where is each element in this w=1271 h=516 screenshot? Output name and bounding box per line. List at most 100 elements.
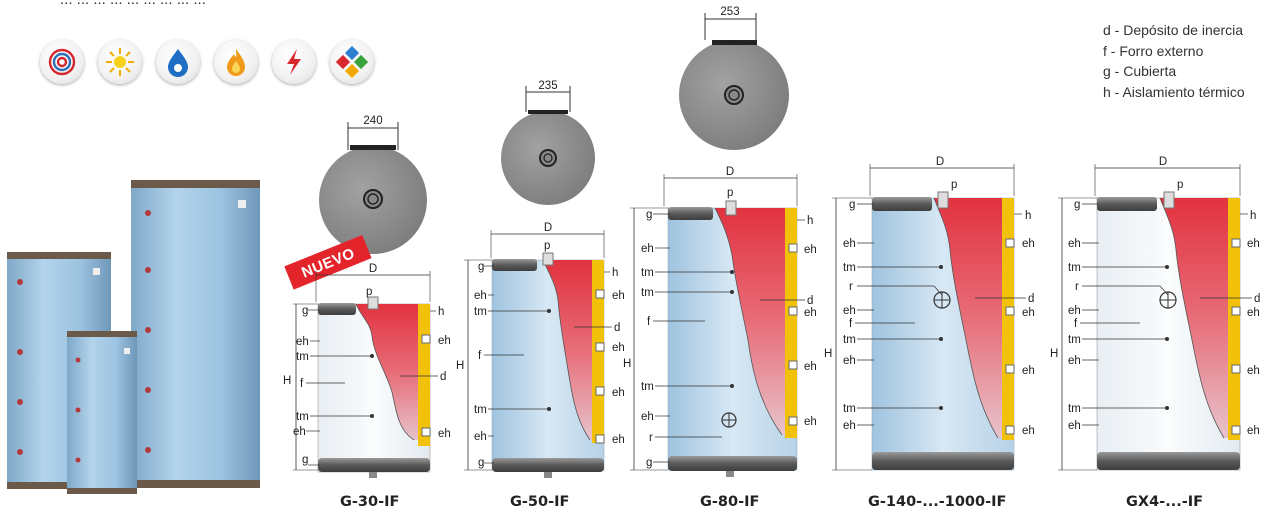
g80-top-view: 253 bbox=[679, 6, 789, 150]
g80-label-f: f bbox=[647, 316, 651, 328]
g140-label-tm-2: tm bbox=[843, 334, 856, 346]
gas-icon bbox=[156, 40, 200, 84]
g80-label-r: r bbox=[649, 432, 653, 444]
product-photo bbox=[7, 180, 260, 494]
g140-label-eh-r3: eh bbox=[1022, 365, 1035, 377]
nuevo-badge: NUEVO bbox=[284, 234, 372, 290]
g50-label-eh-1: eh bbox=[474, 290, 487, 302]
gx4-label-eh-r1: eh bbox=[1247, 238, 1260, 250]
g50-top-dimension: 235 bbox=[538, 80, 557, 92]
g80-label-g: g bbox=[646, 209, 652, 221]
g50-label-tm-1: tm bbox=[474, 306, 487, 318]
legend-item-d: d - Depósito de inercia bbox=[1103, 22, 1244, 38]
legend: d - Depósito de inercia f - Forro extern… bbox=[1103, 20, 1245, 102]
g140-label-eh-1: eh bbox=[843, 238, 856, 250]
solar-icon bbox=[98, 40, 142, 84]
g50-label-h: h bbox=[612, 267, 618, 279]
electric-icon bbox=[272, 40, 316, 84]
g80-label-tm-1: tm bbox=[641, 267, 654, 279]
g80-label-eh-r4: eh bbox=[804, 416, 817, 428]
g30-label-eh-r2: eh bbox=[438, 428, 451, 440]
g30-dim-h: H bbox=[283, 375, 291, 387]
g80-label-eh-r3: eh bbox=[804, 361, 817, 373]
g140-label-eh-r1: eh bbox=[1022, 238, 1035, 250]
g80-label-d: d bbox=[807, 295, 813, 307]
biomass-fire-icon bbox=[214, 40, 258, 84]
g30-label-g2: g bbox=[302, 454, 308, 466]
gx4-dim-d: D bbox=[1159, 156, 1167, 168]
g80-label-g2: g bbox=[646, 457, 652, 469]
g50-label-eh-r1: eh bbox=[612, 290, 625, 302]
gx4-label-g: g bbox=[1074, 199, 1080, 211]
header-text-cut: ... ... ... ... ... ... ... ... ... bbox=[60, 0, 206, 8]
g50-tank: D H p g h eh eh tm d eh f eh tm eh eh g bbox=[456, 222, 625, 478]
g50-label-g: g bbox=[478, 261, 484, 273]
legend-item-f: f - Forro externo bbox=[1103, 42, 1204, 59]
g140-label-p: p bbox=[951, 179, 957, 191]
g140-label-eh-3: eh bbox=[843, 355, 856, 367]
g140-label-tm-1: tm bbox=[843, 262, 856, 274]
gx4-label-eh-r4: eh bbox=[1247, 425, 1260, 437]
g140-label-f: f bbox=[849, 318, 853, 330]
g140-label-eh-r2: eh bbox=[1022, 307, 1035, 319]
g140-label-tm-3: tm bbox=[843, 403, 856, 415]
g50-dim-d: D bbox=[544, 222, 552, 234]
g140-label-r: r bbox=[849, 281, 853, 293]
gx4-dim-h: H bbox=[1050, 348, 1058, 360]
g80-dim-d: D bbox=[726, 166, 734, 178]
gx4-label-f: f bbox=[1074, 318, 1078, 330]
g50-dim-h: H bbox=[456, 360, 464, 372]
g50-label-eh-2: eh bbox=[474, 431, 487, 443]
model-caption-g30: G-30-IF bbox=[340, 494, 400, 510]
g50-label-f: f bbox=[478, 350, 482, 362]
g140-label-eh-2: eh bbox=[843, 305, 856, 317]
g50-label-g2: g bbox=[478, 457, 484, 469]
g140-label-eh-4: eh bbox=[843, 420, 856, 432]
gx4-label-eh-4: eh bbox=[1068, 420, 1081, 432]
gx4-label-eh-2: eh bbox=[1068, 305, 1081, 317]
model-caption-g140: G-140-...-1000-IF bbox=[868, 494, 1007, 510]
gx4-label-h: h bbox=[1250, 210, 1256, 222]
model-caption-g80: G-80-IF bbox=[700, 494, 760, 510]
g30-label-eh-r1: eh bbox=[438, 335, 451, 347]
g30-label-p: p bbox=[366, 286, 372, 298]
g30-label-eh-2: eh bbox=[293, 426, 306, 438]
g80-label-eh-r1: eh bbox=[804, 244, 817, 256]
gx4-label-tm-2: tm bbox=[1068, 334, 1081, 346]
g140-label-g: g bbox=[849, 199, 855, 211]
g30-label-h: h bbox=[438, 306, 444, 318]
g50-label-tm-2: tm bbox=[474, 404, 487, 416]
gx4-label-r: r bbox=[1075, 281, 1079, 293]
g80-label-eh-1: eh bbox=[641, 243, 654, 255]
g30-top-view: 240 bbox=[319, 115, 427, 254]
gx4-label-p: p bbox=[1177, 179, 1183, 191]
g140-label-h: h bbox=[1025, 210, 1031, 222]
g50-label-eh-r2: eh bbox=[612, 342, 625, 354]
g30-top-dimension: 240 bbox=[363, 115, 382, 127]
g80-dim-h: H bbox=[623, 358, 631, 370]
g80-tank: D H p g h eh eh tm tm d eh f eh tm eh eh… bbox=[623, 166, 817, 477]
gx4-label-eh-r3: eh bbox=[1247, 365, 1260, 377]
g50-label-p: p bbox=[544, 240, 550, 252]
g30-label-d: d bbox=[440, 371, 446, 383]
g50-label-eh-r3: eh bbox=[612, 387, 625, 399]
gx4-label-eh-1: eh bbox=[1068, 238, 1081, 250]
g30-label-g: g bbox=[302, 305, 308, 317]
multi-energy-icon bbox=[330, 40, 374, 84]
g140-label-eh-r4: eh bbox=[1022, 425, 1035, 437]
g140-label-d: d bbox=[1028, 293, 1034, 305]
g50-label-d: d bbox=[614, 322, 620, 334]
g30-label-tm-2: tm bbox=[296, 411, 309, 423]
g30-label-tm-1: tm bbox=[296, 351, 309, 363]
model-caption-gx4: GX4-...-IF bbox=[1126, 494, 1204, 510]
gx4-label-tm-3: tm bbox=[1068, 403, 1081, 415]
gx4-label-eh-r2: eh bbox=[1247, 307, 1260, 319]
g140-dim-h: H bbox=[824, 348, 832, 360]
g30-dim-d: D bbox=[369, 263, 377, 275]
g30-label-f: f bbox=[300, 378, 304, 390]
gx4-label-d: d bbox=[1254, 293, 1260, 305]
gx4-tank: D H p g h eh eh tm r d eh eh f tm eh eh … bbox=[1050, 156, 1260, 471]
model-caption-g50: G-50-IF bbox=[510, 494, 570, 510]
g80-label-eh-2: eh bbox=[641, 411, 654, 423]
